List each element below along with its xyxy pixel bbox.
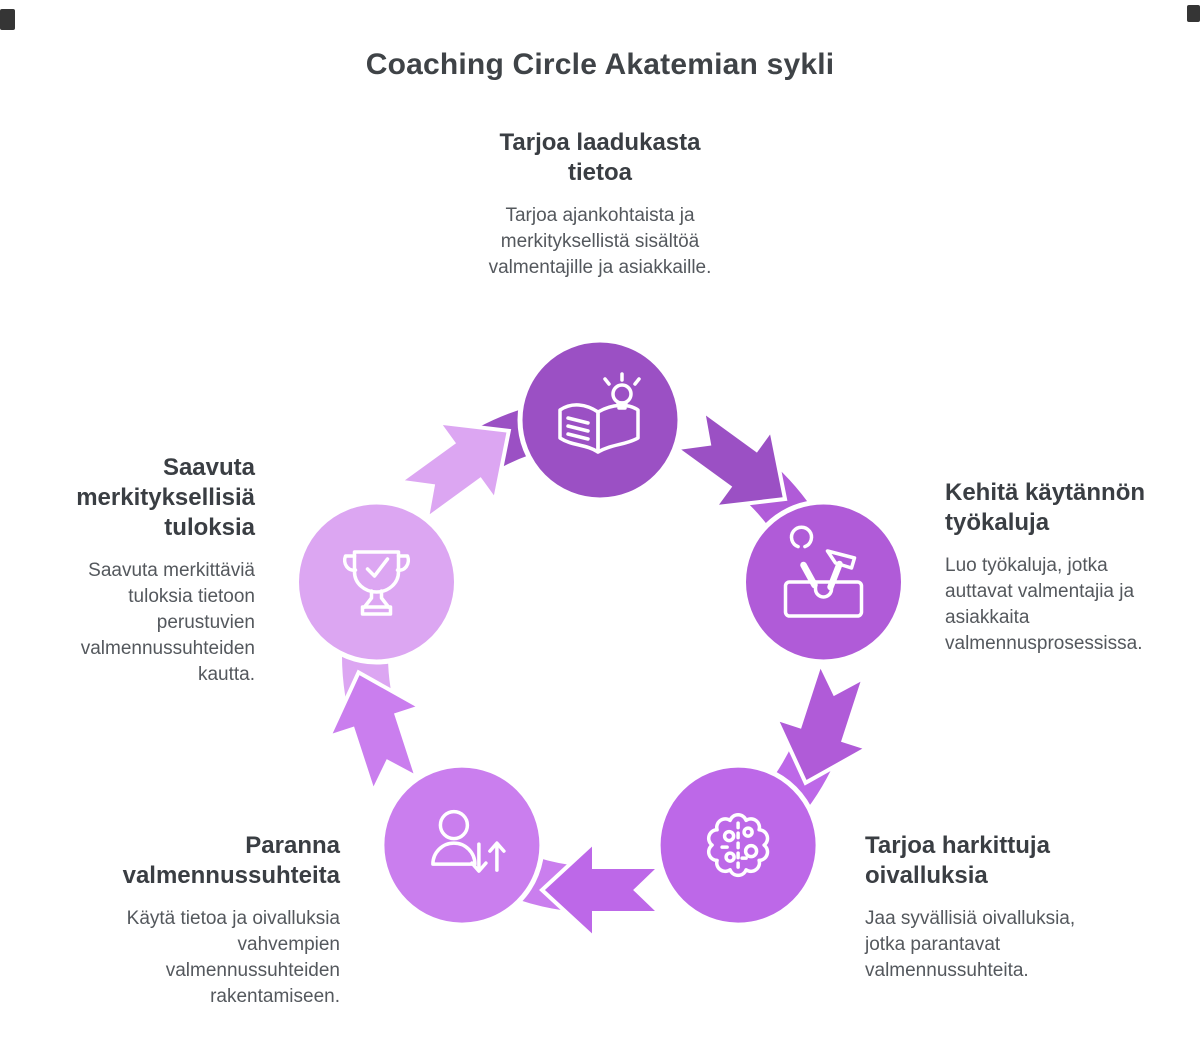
step-text-achieve-results: Saavuta merkityksellisiä tuloksia Saavut… <box>40 453 255 688</box>
step-title: Tarjoa harkittuja oivalluksia <box>865 832 1050 889</box>
cycle-arrows <box>325 406 873 943</box>
arrow-right-to-bottomright <box>772 658 873 786</box>
arrow-bottomleft-to-left <box>325 669 426 798</box>
corner-mark-left <box>0 9 15 30</box>
step-title: Paranna valmennussuhteita <box>122 832 340 889</box>
step-description: Saavuta merkittäviä tuloksia tietoon per… <box>80 560 255 685</box>
node-improve-relationships <box>379 762 545 928</box>
book-lightbulb-icon <box>558 372 641 454</box>
step-text-offer-insights: Tarjoa harkittuja oivalluksia Jaa syväll… <box>865 831 1110 984</box>
cycle-nodes <box>294 337 906 928</box>
brain-icon <box>706 813 770 878</box>
step-text-develop-tools: Kehitä käytännön työkaluja Luo työkaluja… <box>945 478 1180 657</box>
tools-icon <box>783 525 864 618</box>
step-text-improve-relationships: Paranna valmennussuhteita Käytä tietoa j… <box>90 831 340 1010</box>
arrow-bottomright-to-bottomleft <box>539 837 665 943</box>
step-title: Kehitä käytännön työkaluja <box>945 479 1146 536</box>
node-achieve-results <box>294 499 459 665</box>
corner-mark-right <box>1187 5 1200 22</box>
step-description: Käytä tietoa ja oivalluksia vahvempien v… <box>126 908 340 1007</box>
page-title: Coaching Circle Akatemian sykli <box>365 48 835 81</box>
step-description: Jaa syvällisiä oivalluksia, jotka parant… <box>865 908 1076 981</box>
step-description: Luo työkaluja, jotka auttavat valmentaji… <box>945 555 1143 654</box>
arrow-left-to-top <box>394 420 512 524</box>
node-develop-tools <box>741 499 906 665</box>
node-provide-information <box>517 337 683 503</box>
step-description: Tarjoa ajankohtaista ja merkityksellistä… <box>488 205 712 278</box>
step-title: Saavuta merkityksellisiä tuloksia <box>76 454 255 541</box>
person-sync-icon <box>431 809 506 873</box>
trophy-icon <box>342 550 411 616</box>
step-title: Tarjoa laadukasta tietoa <box>499 129 701 186</box>
step-text-provide-information: Tarjoa laadukasta tietoa Tarjoa ajankoht… <box>475 128 725 281</box>
arrow-top-to-right <box>670 406 788 510</box>
node-offer-insights <box>655 762 821 928</box>
